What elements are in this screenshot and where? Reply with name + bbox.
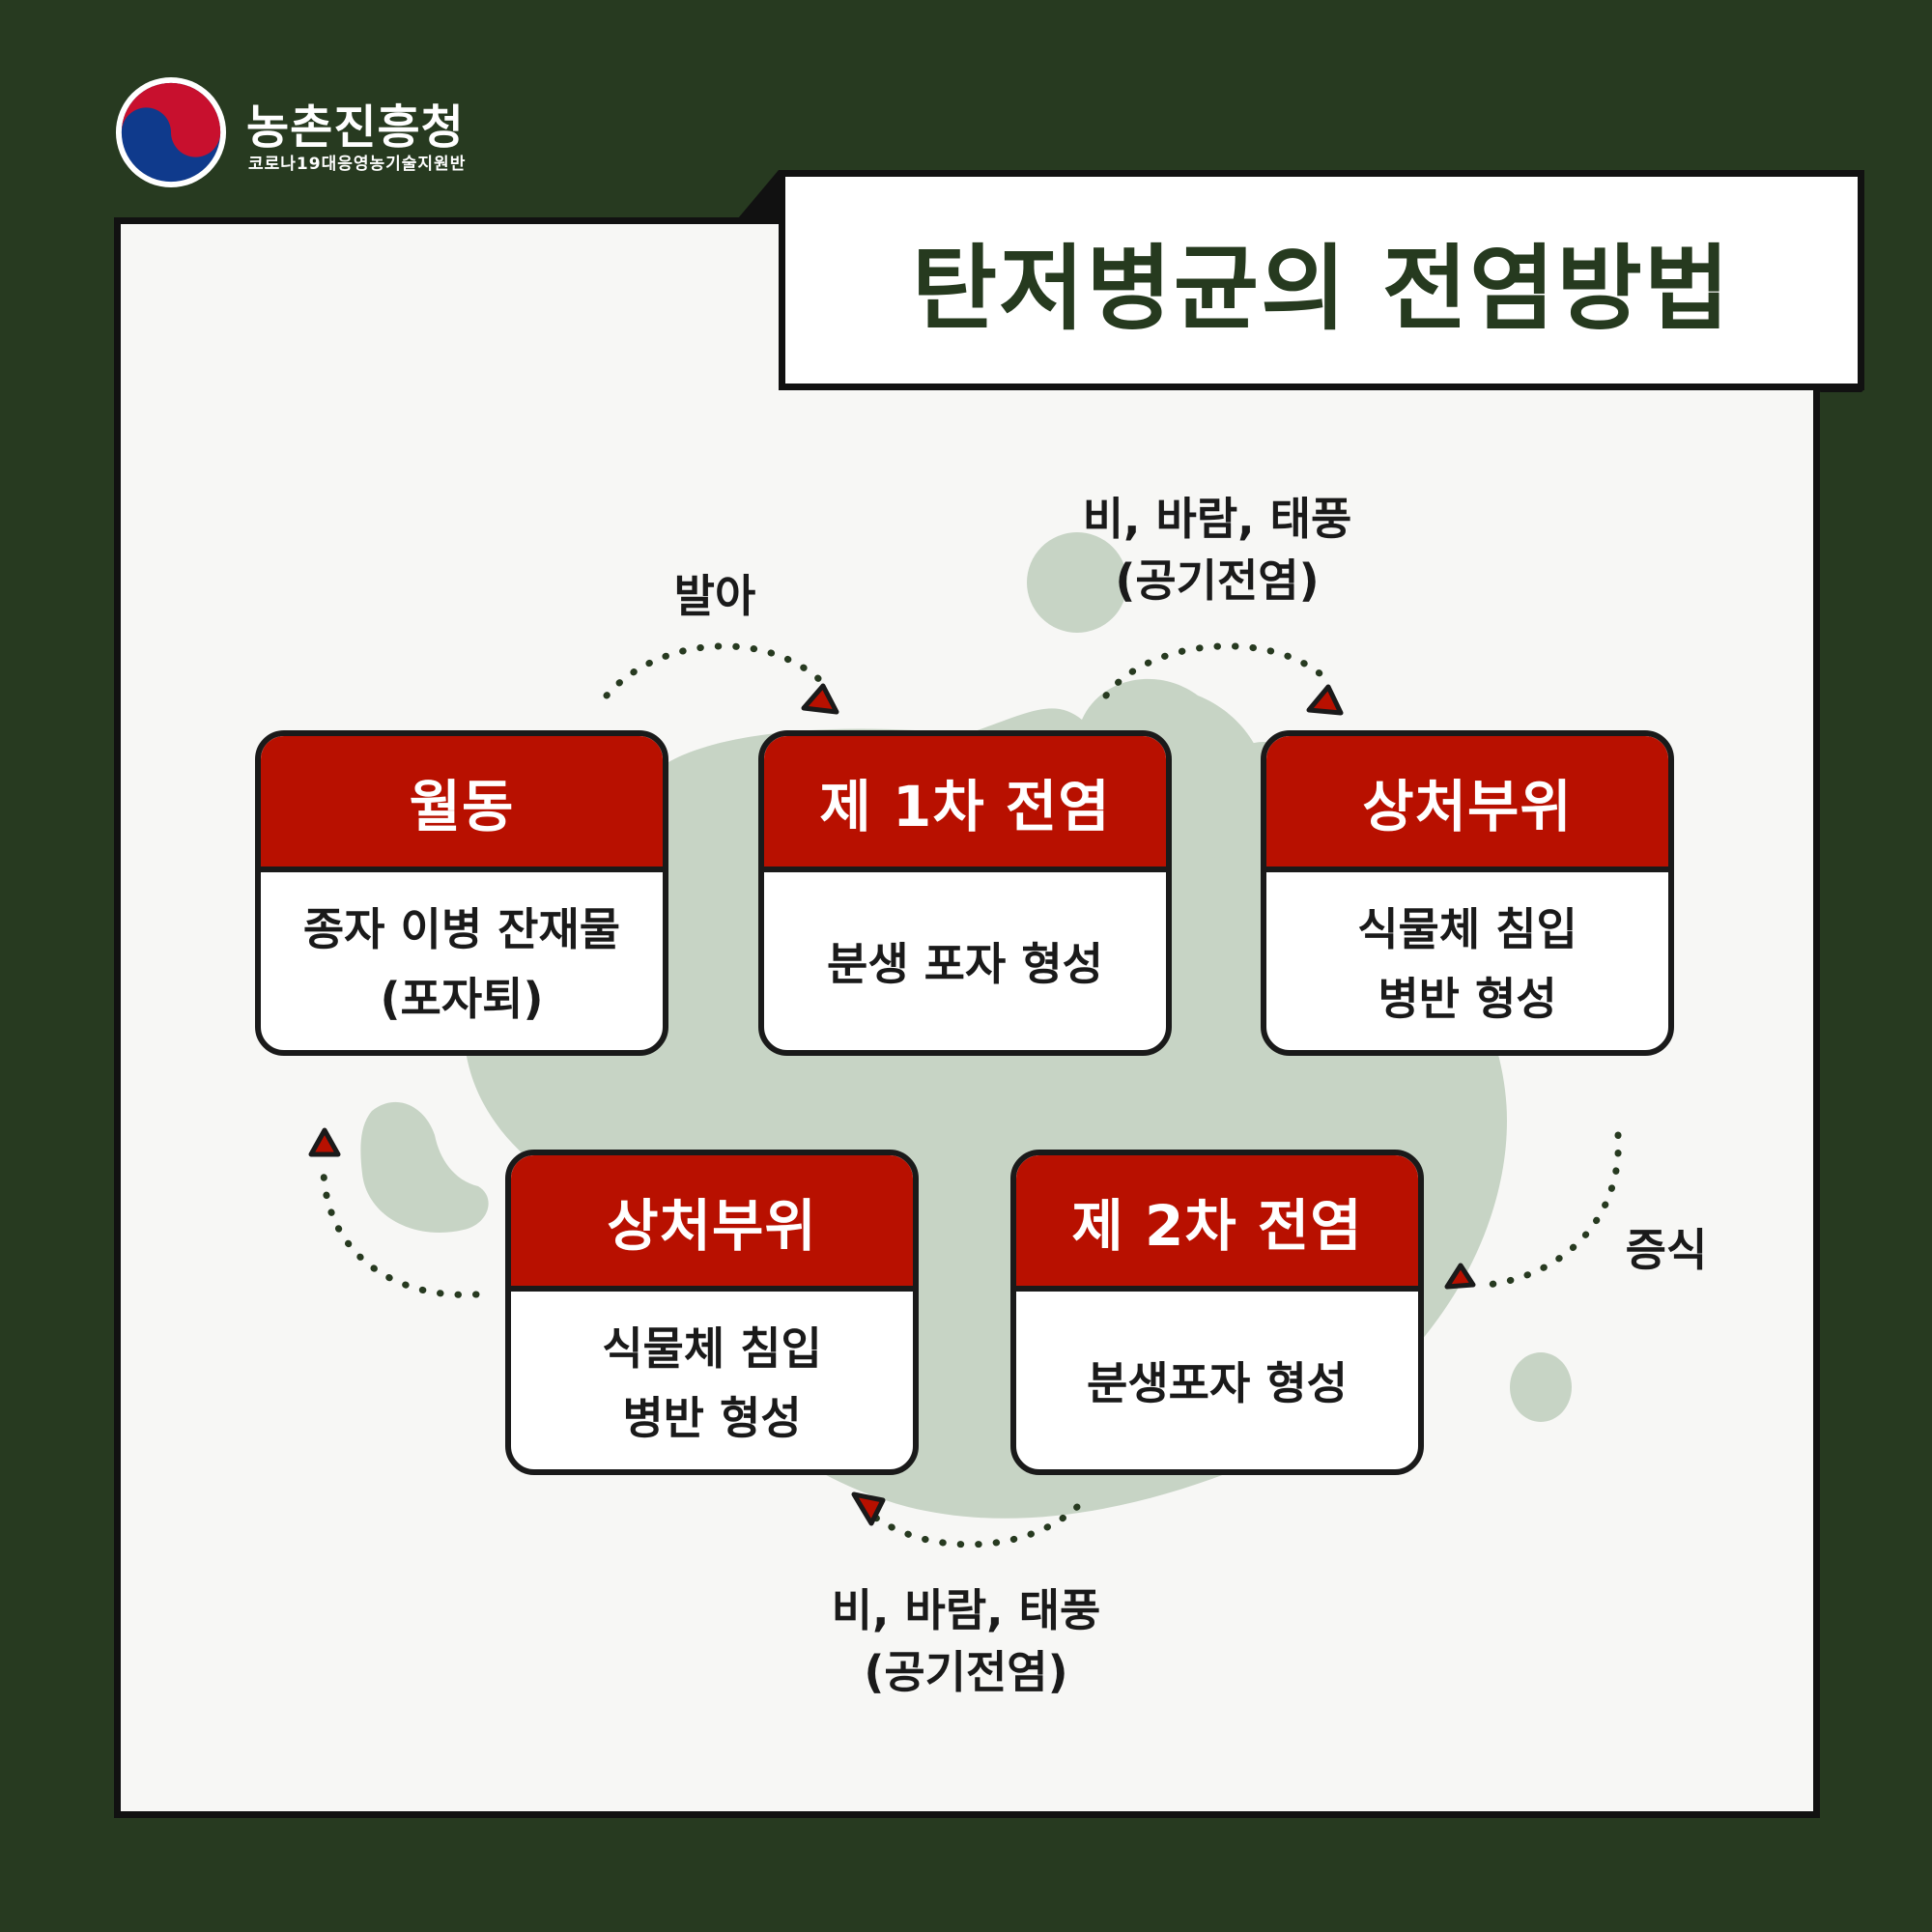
card-primary-infection: 제 1차 전염 분생 포자 형성: [758, 730, 1172, 1056]
label-air-bottom-line2: (공기전염): [864, 1646, 1068, 1698]
card-text: 종자 이병 잔재물: [302, 903, 621, 955]
triangle-arrow-icon: [308, 1127, 341, 1157]
label-air-bottom: 비, 바람, 태풍 (공기전염): [802, 1579, 1130, 1703]
small-blob-left: [360, 1101, 489, 1233]
arrow-overwinter-path: [320, 1170, 480, 1298]
card-header: 월동: [261, 736, 663, 872]
small-blob-top: [1027, 532, 1127, 633]
page-title: 탄저병균의 전염방법: [911, 234, 1732, 343]
arrow-sprout-path: [603, 642, 825, 699]
card-title: 월동: [409, 773, 515, 839]
label-multiply: 증식: [1625, 1224, 1708, 1276]
card-text: 분생포자 형성: [1087, 1357, 1348, 1409]
card-header: 상처부위: [511, 1155, 913, 1292]
triangle-arrow-icon: [1306, 684, 1344, 716]
arrow-air-top-path: [1102, 642, 1332, 699]
org-name: 농촌진흥청: [246, 100, 465, 155]
card-title: 제 1차 전염: [819, 773, 1111, 839]
taegeuk-emblem-icon: [115, 76, 227, 188]
card-text: 분생 포자 형성: [827, 938, 1103, 990]
card-body: 분생 포자 형성: [764, 872, 1166, 1050]
card-title: 상처부위: [607, 1192, 817, 1259]
card-body: 식물체 침입 병반 형성: [1266, 872, 1668, 1050]
triangle-arrow-icon: [801, 683, 839, 715]
arrow-air-bottom-path: [870, 1503, 1081, 1548]
card-wound-site-2: 상처부위 식물체 침입 병반 형성: [505, 1150, 919, 1475]
card-text: 식물체 침입: [602, 1322, 822, 1375]
card-header: 제 2차 전염: [1016, 1155, 1418, 1292]
triangle-arrow-icon: [1444, 1263, 1476, 1290]
card-wound-site-1: 상처부위 식물체 침입 병반 형성: [1261, 730, 1674, 1056]
small-blob-right: [1510, 1352, 1572, 1422]
card-header: 상처부위: [1266, 736, 1668, 872]
title-box-shadow: [738, 170, 1863, 392]
arrow-multiply-path: [1484, 1131, 1622, 1289]
card-body: 식물체 침입 병반 형성: [511, 1292, 913, 1469]
label-air-top-line2: (공기전염): [1115, 554, 1320, 607]
triangle-arrow-icon: [851, 1492, 886, 1526]
card-overwintering: 월동 종자 이병 잔재물 (포자퇴): [255, 730, 668, 1056]
title-box: 탄저병균의 전염방법: [779, 170, 1864, 390]
label-air-top: 비, 바람, 태풍 (공기전염): [1053, 488, 1381, 611]
card-text: 식물체 침입: [1357, 903, 1577, 955]
card-secondary-infection: 제 2차 전염 분생포자 형성: [1010, 1150, 1424, 1475]
org-subtitle: 코로나19대응영농기술지원반: [248, 155, 467, 174]
card-header: 제 1차 전염: [764, 736, 1166, 872]
card-text: 병반 형성: [1378, 973, 1557, 1025]
top-right-blob: [1082, 678, 1267, 858]
card-text: 병반 형성: [622, 1392, 802, 1444]
card-text: (포자퇴): [380, 973, 544, 1025]
label-sprout: 발아: [673, 570, 756, 622]
label-air-top-line1: 비, 바람, 태풍: [1082, 493, 1352, 545]
card-title: 상처부위: [1362, 773, 1573, 839]
card-title: 제 2차 전염: [1071, 1192, 1363, 1259]
card-body: 종자 이병 잔재물 (포자퇴): [261, 872, 663, 1050]
label-air-bottom-line1: 비, 바람, 태풍: [831, 1584, 1101, 1636]
card-body: 분생포자 형성: [1016, 1292, 1418, 1469]
